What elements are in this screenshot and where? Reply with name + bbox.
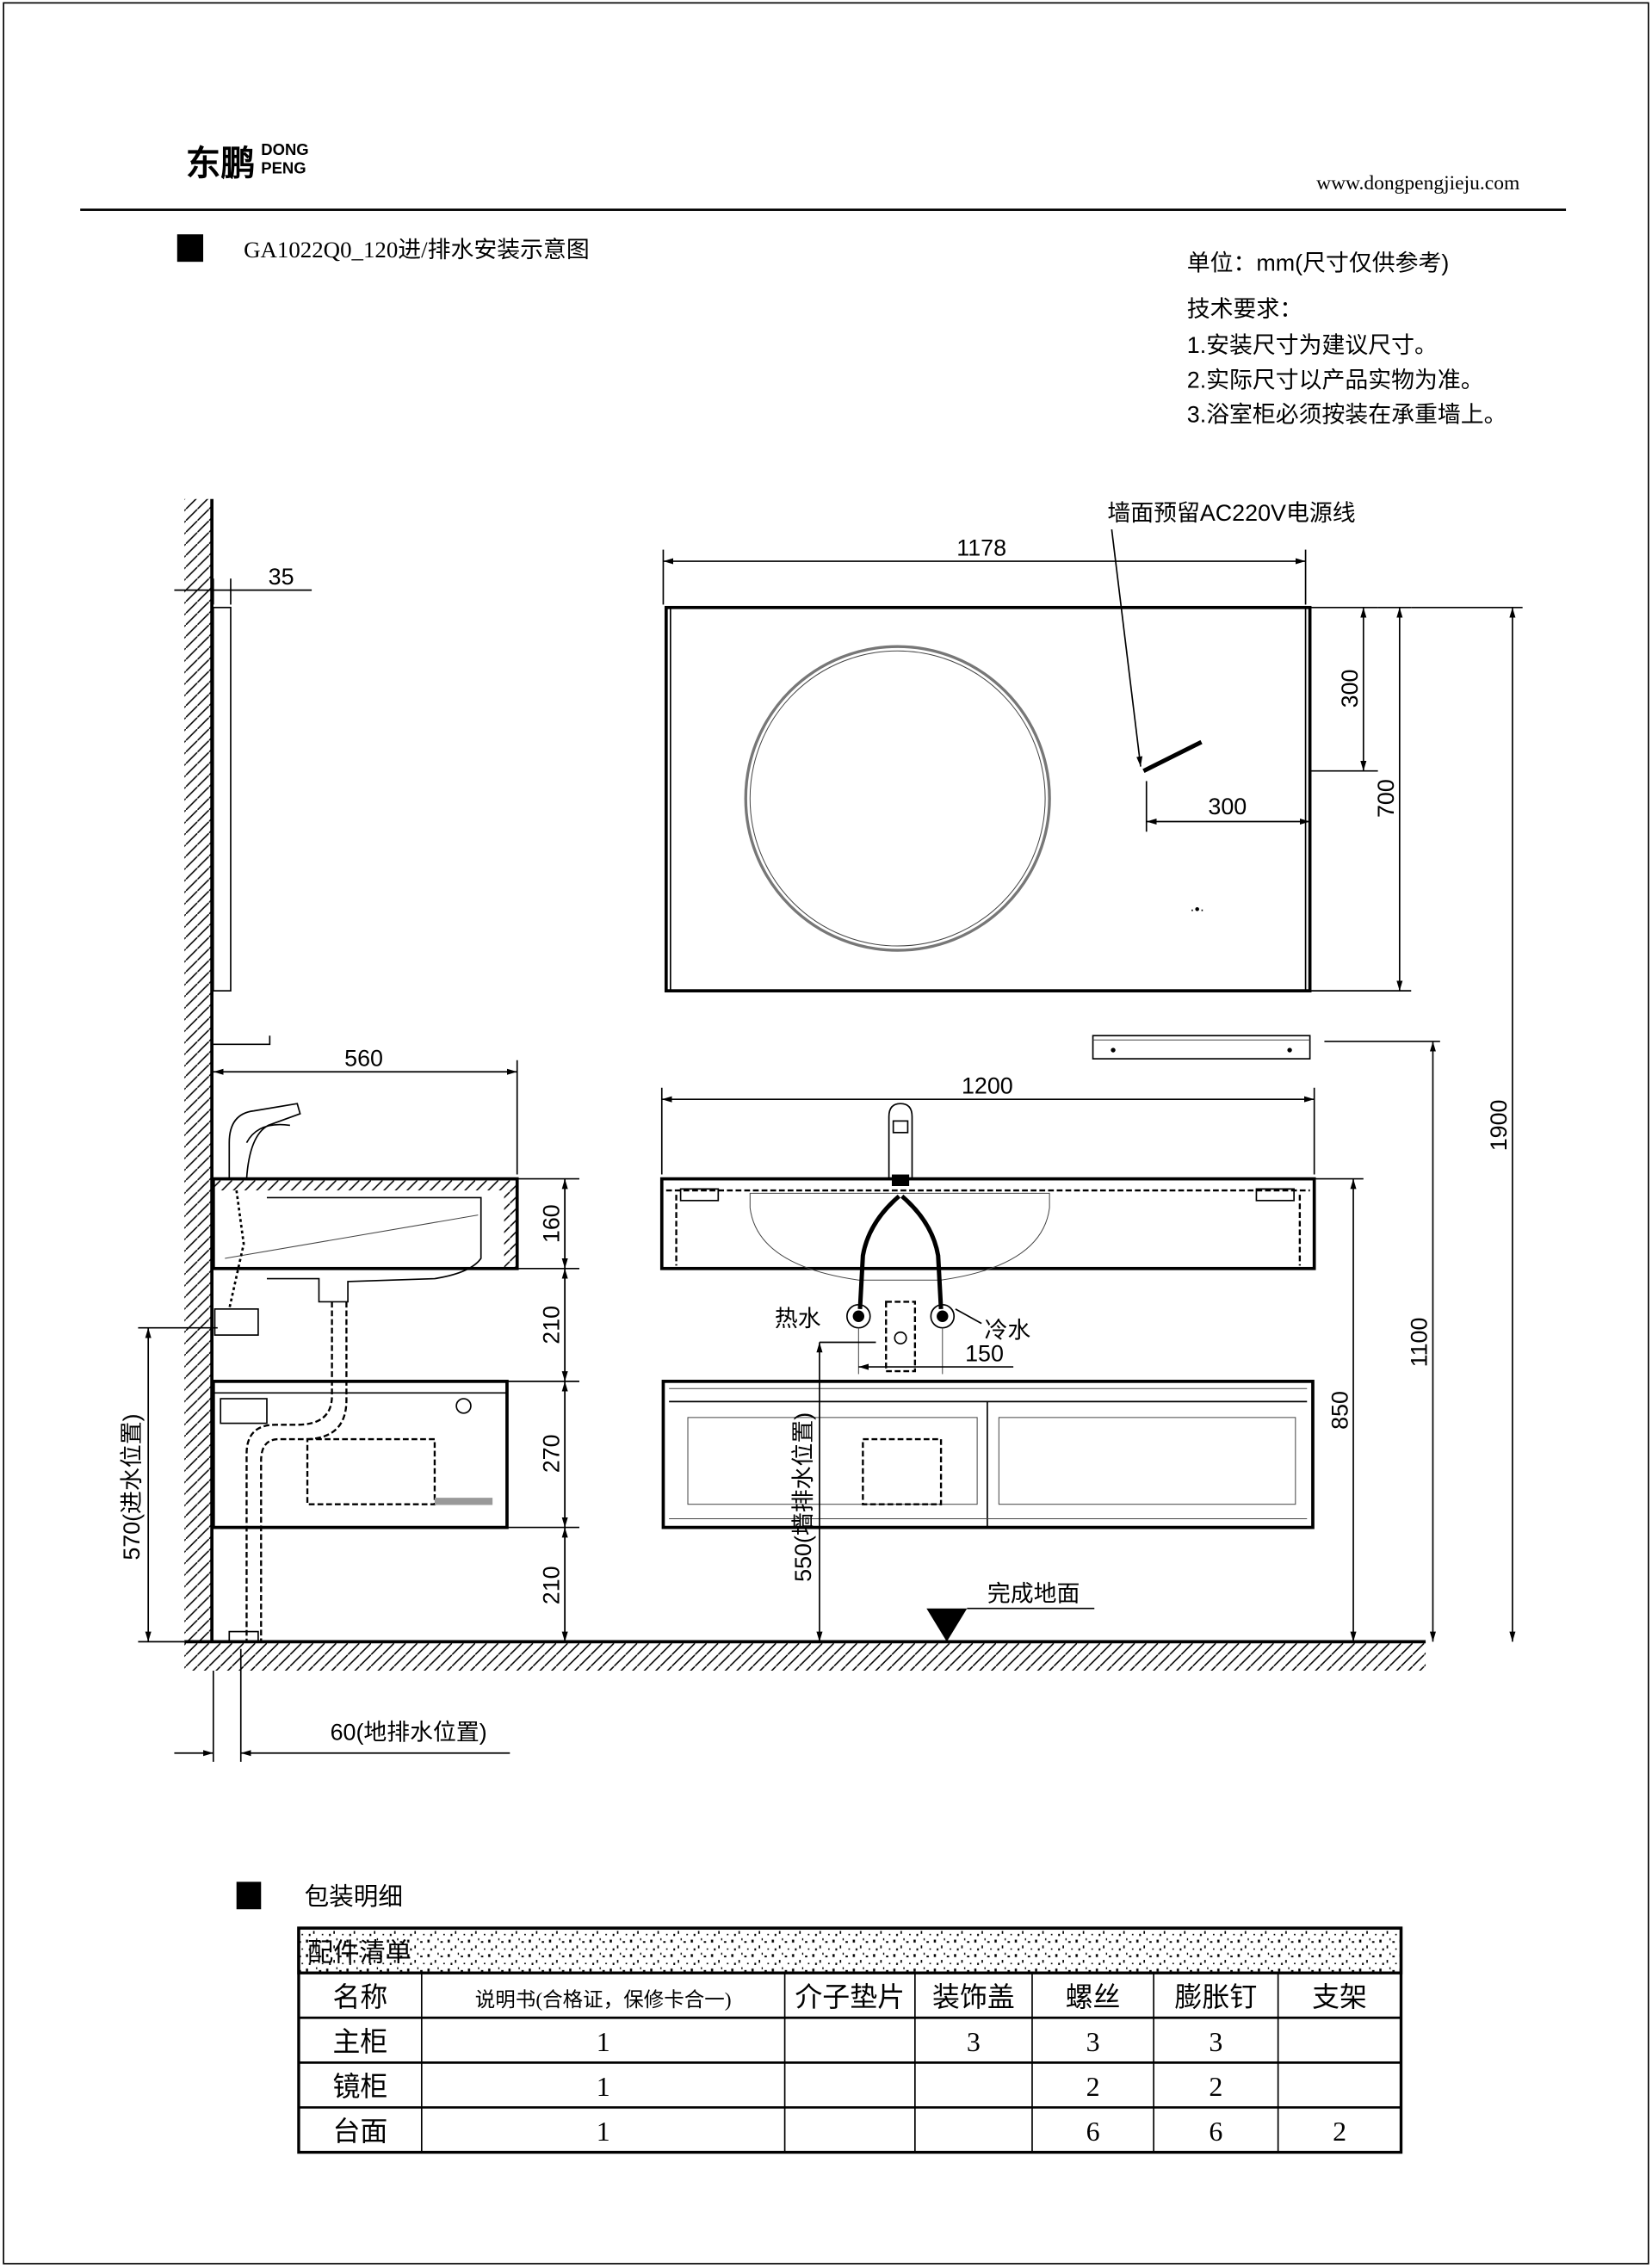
unit-note: 单位：mm(尺寸仅供参考) xyxy=(1187,250,1450,275)
requirement-item: 2.实际尺寸以产品实物为准。 xyxy=(1187,367,1484,392)
table-cell: 2 xyxy=(1333,2117,1346,2147)
dim-label: 210 xyxy=(538,1306,564,1344)
dim-label: 1900 xyxy=(1486,1100,1512,1152)
dim-inlet-height: 570(进水位置) xyxy=(119,1326,218,1643)
dim-label: 160 xyxy=(538,1204,564,1243)
requirement-item: 3.浴室柜必须按装在承重墙上。 xyxy=(1187,402,1507,428)
section-marker-icon xyxy=(176,234,204,263)
dim-power-from-side: 300 xyxy=(1145,781,1310,832)
dim-label: 300 xyxy=(1337,669,1363,708)
page-border xyxy=(3,2,1649,2265)
dim-label: 1200 xyxy=(962,1072,1013,1098)
cabinet-front-view xyxy=(661,1380,1315,1530)
dim-mirror-width: 1178 xyxy=(662,535,1307,605)
round-mirror-light xyxy=(744,645,1051,952)
dim-label: 1178 xyxy=(956,535,1006,560)
dim-wall-drain-height: 550(墙排水位置) xyxy=(790,1341,876,1642)
table-cell: 3 xyxy=(1086,2027,1100,2057)
logo-chinese: 东鹏 xyxy=(186,143,256,182)
table-header-cell: 说明书(合格证，保修卡合一) xyxy=(475,1988,732,2012)
cold-water-inlet: 冷水 xyxy=(930,1303,1031,1343)
dim-bracket-height: 1100 xyxy=(1407,1041,1436,1642)
requirement-item: 1.安装尺寸为建议尺寸。 xyxy=(1187,332,1438,358)
dim-power-from-top: 300 xyxy=(1309,606,1378,772)
drawing-title: GA1022Q0_120进/排水安装示意图 xyxy=(244,237,590,263)
dim-label: 150 xyxy=(965,1340,1004,1366)
wall xyxy=(184,498,213,1642)
countertop-side xyxy=(211,1177,519,1303)
table-cell: 6 xyxy=(1209,2117,1222,2147)
dim-vertical-chain: 160 210 270 210 xyxy=(506,1177,579,1642)
brand-logo: 东鹏 DONG PENG xyxy=(186,140,309,183)
dim-label: 35 xyxy=(269,564,294,590)
power-leader xyxy=(1111,528,1143,767)
dim-label: 300 xyxy=(1208,794,1247,819)
dim-label: 850 xyxy=(1327,1391,1352,1430)
table-header-cell: 名称 xyxy=(332,1982,387,2012)
table-header-cell: 膨胀钉 xyxy=(1175,1982,1258,2012)
table-title: 配件清单 xyxy=(307,1938,411,1968)
section-marker-icon xyxy=(236,1882,262,1910)
hot-water-label: 热水 xyxy=(775,1306,821,1332)
dim-floor-drain: 60(地排水位置) xyxy=(174,1648,510,1762)
table-cell: 6 xyxy=(1086,2117,1100,2147)
dim-mirror-height: 700 xyxy=(1309,606,1412,992)
table-cell: 3 xyxy=(967,2027,981,2057)
table-header-cell: 介子垫片 xyxy=(795,1982,905,2012)
dim-label: 60(地排水位置) xyxy=(331,1720,487,1746)
power-note: 墙面预留AC220V电源线 xyxy=(1107,500,1355,526)
dim-label: 560 xyxy=(344,1046,383,1072)
dim-counter-width: 1200 xyxy=(660,1072,1315,1175)
drain-pipe-side xyxy=(228,1301,348,1643)
packing-title: 包装明细 xyxy=(305,1883,403,1911)
dim-label: 270 xyxy=(538,1434,564,1473)
wall-bracket-side xyxy=(213,1035,271,1046)
faucet-side xyxy=(228,1103,301,1180)
dim-label: 210 xyxy=(538,1566,564,1604)
floor xyxy=(184,1640,1426,1671)
cabinet-side-view xyxy=(211,1380,509,1530)
hot-water-inlet: 热水 xyxy=(775,1303,871,1332)
table-cell: 1 xyxy=(597,2117,610,2147)
mirror-side-view xyxy=(212,606,232,992)
drain-pipe-front xyxy=(885,1301,917,1373)
finished-floor-label: 完成地面 xyxy=(987,1580,1080,1606)
faucet-front xyxy=(888,1103,913,1186)
logo-english-top: DONG xyxy=(261,140,308,158)
dim-label: 570(进水位置) xyxy=(119,1413,145,1560)
table-cell: 2 xyxy=(1209,2072,1222,2102)
dim-label: 550(墙排水位置) xyxy=(790,1412,816,1582)
table-cell: 2 xyxy=(1086,2072,1100,2102)
table-header-cell: 装饰盖 xyxy=(932,1982,1015,2012)
table-header-cell: 支架 xyxy=(1312,1982,1367,2012)
water-hoses xyxy=(857,1194,944,1309)
notes-block: 单位：mm(尺寸仅供参考) 技术要求： 1.安装尺寸为建议尺寸。 2.实际尺寸以… xyxy=(1187,250,1507,427)
mirror-front-view: ·•· xyxy=(664,605,1312,992)
table-cell: 镜柜 xyxy=(332,2072,387,2102)
table-cell: 3 xyxy=(1209,2027,1222,2057)
dim-label: 1100 xyxy=(1407,1318,1432,1368)
dim-mirror-depth: 35 xyxy=(174,564,312,605)
table-cell: 台面 xyxy=(332,2117,387,2147)
dim-depth: 560 xyxy=(213,1046,518,1175)
cold-water-label: 冷水 xyxy=(985,1317,1031,1343)
dim-label: 700 xyxy=(1373,779,1399,818)
packing-table: 配件清单 名称 说明书(合格证，保修卡合一) 介子垫片装饰盖 螺丝 膨胀钉 支架主柜 1 3 3… xyxy=(297,1926,1403,2154)
website-url: www.dongpengjieju.com xyxy=(1316,172,1519,195)
dim-total-height: 1900 xyxy=(1411,606,1523,1642)
dim-counter-top-height: 850 xyxy=(1314,1177,1364,1642)
table-cell: 主柜 xyxy=(332,2027,387,2057)
table-cell: 1 xyxy=(597,2027,610,2057)
table-cell: 1 xyxy=(597,2072,610,2102)
power-socket xyxy=(1142,739,1203,773)
logo-english-bottom: PENG xyxy=(261,159,306,177)
dim-inlet-spacing: 150 xyxy=(857,1327,1014,1375)
countertop-front xyxy=(659,1177,1316,1281)
table-header-cell: 螺丝 xyxy=(1066,1982,1121,2012)
sensor-icon: ·•· xyxy=(1190,901,1204,918)
wall-bracket-front xyxy=(1092,1035,1440,1060)
requirements-title: 技术要求： xyxy=(1187,296,1302,322)
water-supply-side xyxy=(213,1190,259,1336)
finished-floor-marker: 完成地面 xyxy=(926,1580,1095,1642)
